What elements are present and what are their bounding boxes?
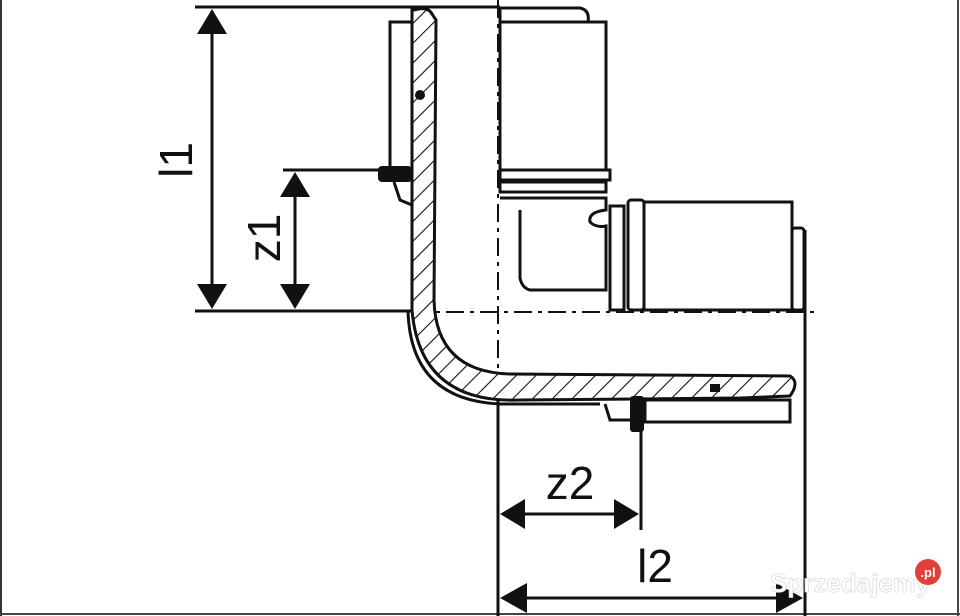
arrow-right-icon [614, 499, 639, 529]
horizontal-pipe-insert [500, 196, 806, 312]
watermark: Sprzedajemy .pl [770, 559, 941, 598]
arrow-down-icon [280, 284, 310, 309]
label-z2: z2 [546, 457, 595, 509]
label-l2: l2 [637, 540, 673, 592]
arrow-right-icon [776, 583, 803, 613]
dimension-z1: z1 [238, 168, 390, 309]
watermark-badge-text: .pl [920, 565, 935, 580]
label-l1: l1 [150, 142, 202, 178]
watermark-text: Sprzedajemy [770, 568, 931, 598]
dimension-l1: l1 [150, 5, 500, 313]
vertical-press-sleeve [378, 20, 425, 207]
label-z1: z1 [238, 214, 290, 263]
watermark-badge [915, 559, 941, 585]
arrow-down-icon [197, 284, 227, 309]
dimension-z2: z2 [496, 400, 643, 616]
elbow-body-section [406, 7, 797, 406]
arrow-left-icon [500, 583, 527, 613]
arrow-up-icon [197, 9, 227, 34]
horizontal-press-sleeve [603, 384, 792, 432]
arrow-left-icon [500, 499, 525, 529]
arrow-up-icon [280, 172, 310, 197]
vertical-pipe-insert [498, 6, 612, 194]
